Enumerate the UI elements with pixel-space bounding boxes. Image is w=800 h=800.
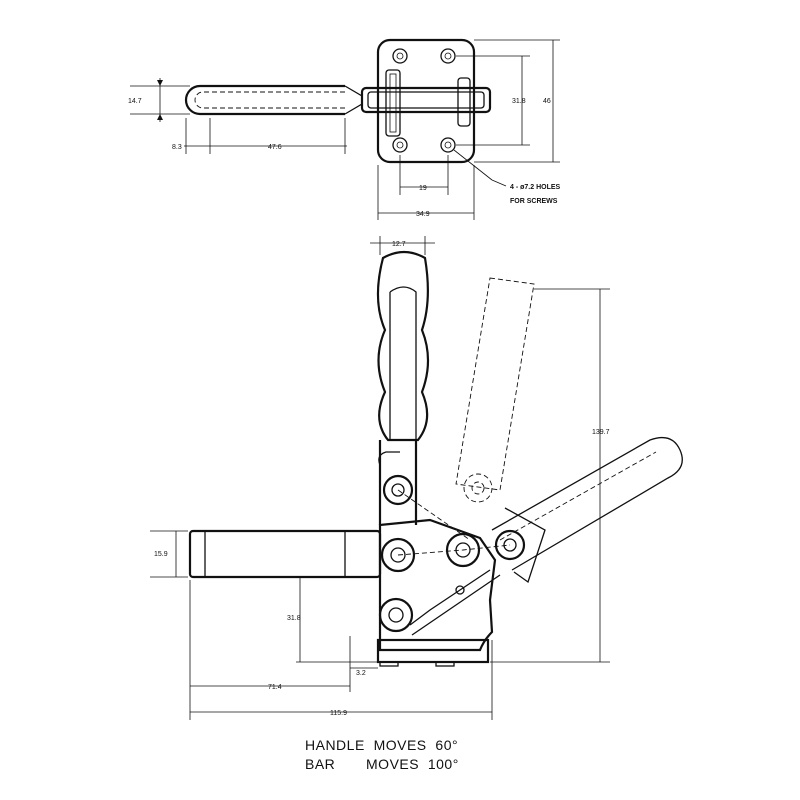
dim-label: 34.9 bbox=[416, 211, 430, 218]
top-handle bbox=[184, 84, 363, 116]
dim-label: 139.7 bbox=[592, 429, 610, 436]
handle-open-position bbox=[455, 277, 535, 503]
clamp-body bbox=[378, 489, 511, 652]
dim-label: 19 bbox=[419, 185, 427, 192]
dim-side-115-9: 115.9 bbox=[190, 640, 493, 720]
dim-label: 115.9 bbox=[330, 710, 347, 717]
dim-label: 46 bbox=[543, 98, 551, 105]
hole-note-line2: FOR SCREWS bbox=[510, 198, 558, 205]
dim-label: 47.6 bbox=[268, 144, 282, 151]
caption-bar-moves: BAR MOVES 100° bbox=[305, 756, 459, 772]
bar-open-position bbox=[491, 436, 683, 584]
handle-grip bbox=[376, 250, 430, 442]
top-mounting-holes bbox=[392, 48, 456, 153]
dim-label: 12.7 bbox=[392, 241, 406, 248]
hole-note-line1: 4 - ø7.2 HOLES bbox=[510, 184, 561, 191]
dim-label: 15.9 bbox=[154, 551, 168, 558]
bar-closed-position bbox=[188, 529, 382, 579]
dim-label: 31.8 bbox=[287, 615, 301, 622]
dim-side-31-8: 31.8 bbox=[287, 576, 378, 663]
dim-label: 31.8 bbox=[512, 98, 526, 105]
top-base-plate bbox=[376, 38, 476, 164]
top-arm bbox=[360, 69, 492, 137]
dim-label: 3.2 bbox=[356, 670, 366, 677]
hole-note: 4 - ø7.2 HOLES FOR SCREWS bbox=[453, 149, 561, 205]
dim-top-34-9: 34.9 bbox=[377, 165, 475, 220]
dim-side-12-7: 12.7 bbox=[370, 236, 435, 255]
dim-side-15-9: 15.9 bbox=[150, 530, 188, 578]
dim-top-14-7: 14.7 bbox=[128, 78, 190, 122]
dim-top-31-8-46: 31.8 46 bbox=[456, 39, 560, 163]
dim-side-139-7: 139.7 bbox=[490, 288, 610, 663]
dim-top-19: 19 bbox=[399, 155, 449, 195]
dim-label: 14.7 bbox=[128, 98, 142, 105]
dim-side-3-2: 3.2 bbox=[349, 636, 378, 677]
pivots bbox=[378, 474, 526, 633]
top-view: 14.7 8.3 47.6 19 34.9 bbox=[128, 38, 561, 220]
dim-label: 71.4 bbox=[268, 684, 282, 691]
handle-shank bbox=[378, 440, 418, 525]
caption-handle-moves: HANDLE MOVES 60° bbox=[305, 737, 459, 753]
side-view: 12.7 139.7 15.9 31.8 3.2 bbox=[150, 236, 683, 720]
dim-side-71-4: 71.4 bbox=[189, 580, 351, 720]
dim-top-8-3-47-6: 8.3 47.6 bbox=[172, 118, 347, 154]
side-base-plate bbox=[376, 638, 490, 667]
dim-label: 8.3 bbox=[172, 144, 182, 151]
